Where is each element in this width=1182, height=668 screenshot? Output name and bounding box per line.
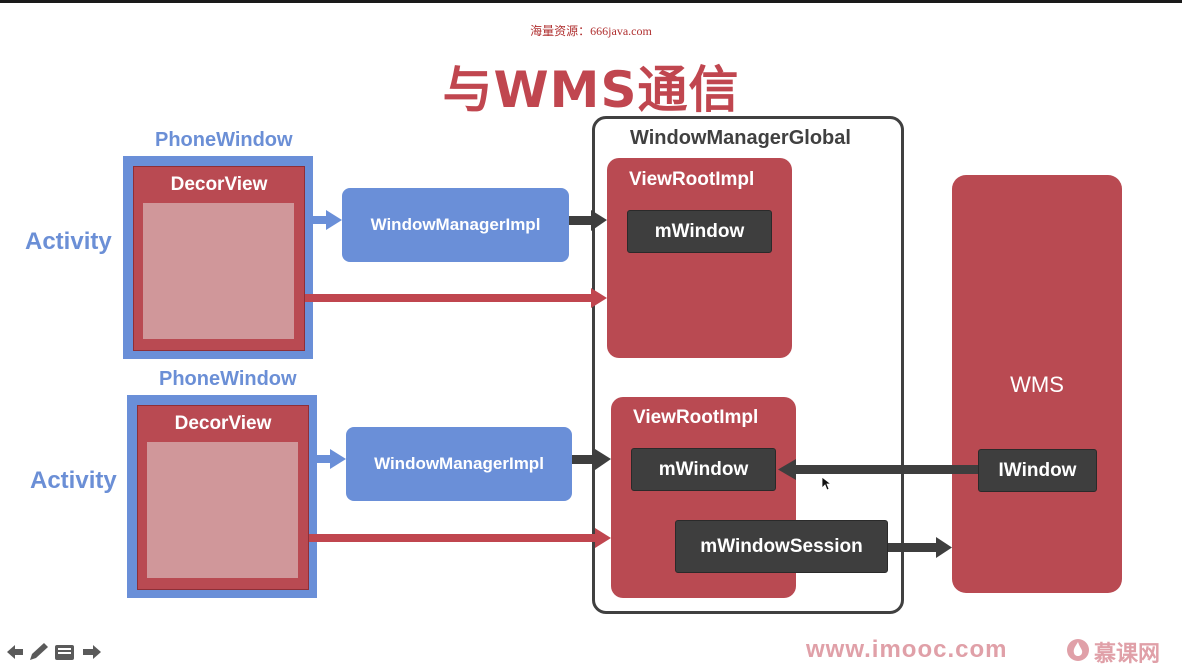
- m-window-session: mWindowSession: [675, 520, 888, 573]
- decor-view-content-bottom: [147, 442, 298, 578]
- pencil-icon[interactable]: [30, 643, 48, 660]
- decor-view-label-bottom: DecorView: [174, 413, 272, 434]
- view-root-impl-label-top: ViewRootImpl: [629, 169, 755, 190]
- slide-toolbar: [7, 643, 101, 660]
- phone-window-label-top: PhoneWindow: [155, 129, 293, 151]
- footer-brand: 慕课网: [1094, 641, 1161, 666]
- decor-view-content-top: [143, 203, 294, 339]
- wms-label: WMS: [1010, 372, 1064, 397]
- footer-site-url: www.imooc.com: [806, 636, 1008, 663]
- decor-view-bottom: DecorView: [137, 405, 309, 590]
- activity-label-bottom: Activity: [30, 467, 117, 494]
- activity-label-top: Activity: [25, 228, 112, 255]
- arrow-decor-to-vri-top: [305, 288, 607, 308]
- window-manager-impl-bottom: WindowManagerImpl: [346, 427, 572, 501]
- arrow-right-icon[interactable]: [83, 645, 101, 659]
- arrow-left-icon[interactable]: [7, 645, 23, 659]
- phone-window-label-bottom: PhoneWindow: [159, 368, 297, 390]
- view-root-impl-label-bottom: ViewRootImpl: [633, 407, 759, 428]
- m-window-top: mWindow: [627, 210, 772, 253]
- wms-box: WMS: [952, 175, 1122, 593]
- mouse-cursor-icon: [821, 476, 833, 491]
- window-manager-global-label: WindowManagerGlobal: [630, 127, 851, 149]
- decor-view-top: DecorView: [133, 166, 305, 351]
- menu-icon[interactable]: [55, 645, 74, 660]
- arrow-decor-to-wmi-top: [313, 210, 342, 230]
- view-root-impl-top: ViewRootImpl mWindow: [607, 158, 792, 358]
- phone-window-bottom: DecorView: [127, 395, 317, 598]
- arrow-decor-to-vri-bottom: [309, 528, 611, 548]
- slide-title: 与WMS通信: [442, 61, 740, 119]
- watermark: 海量资源：666java.com: [530, 24, 652, 38]
- phone-window-top: DecorView: [123, 156, 313, 359]
- m-window-bottom: mWindow: [631, 448, 776, 491]
- top-border: [0, 0, 1182, 3]
- iwindow: IWindow: [978, 449, 1097, 492]
- decor-view-label-top: DecorView: [170, 174, 268, 195]
- window-manager-impl-top: WindowManagerImpl: [342, 188, 569, 262]
- imooc-logo-icon: [1067, 639, 1089, 661]
- arrow-decor-to-wmi-bottom: [317, 449, 346, 469]
